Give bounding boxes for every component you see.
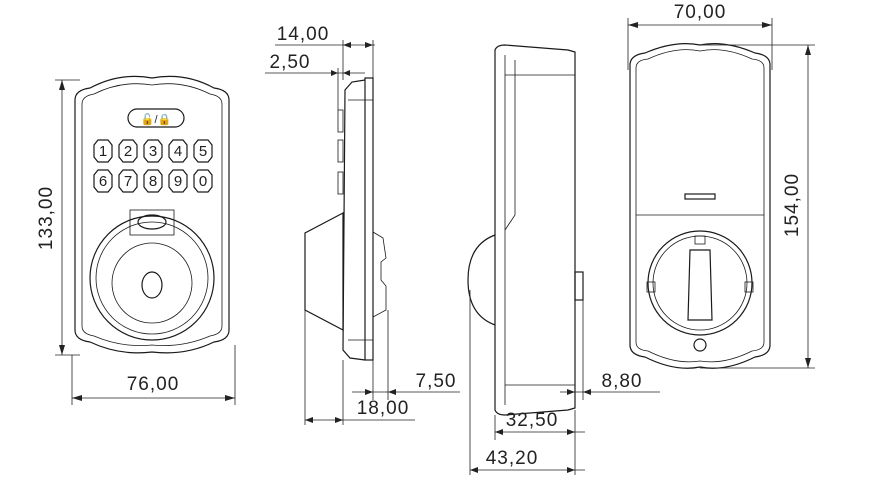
keypad-label: 6 — [99, 173, 107, 190]
body-depth-dim: 32,50 — [506, 410, 559, 431]
keypad-button-9 — [168, 169, 188, 193]
thumb-turn-profile — [467, 234, 496, 326]
sensor-housing — [129, 209, 175, 236]
keyhole-icon — [141, 271, 163, 299]
thumb-turn-rosette — [647, 230, 753, 336]
lock-indicator-button — [127, 108, 185, 128]
rear-dim: 7,50 — [416, 371, 457, 392]
thumb-turn-handle — [687, 249, 713, 321]
back-width-dim: 70,00 — [674, 2, 727, 23]
keypad-button-2 — [118, 139, 138, 163]
key-profile — [337, 171, 344, 195]
keypad-label: 2 — [124, 143, 132, 160]
spindle-dim: 8,80 — [602, 371, 643, 392]
front-plate-outline — [74, 75, 230, 354]
deadbolt-rosette — [89, 215, 215, 341]
keypad-button-8 — [143, 169, 163, 193]
keypad-label: 0 — [199, 173, 207, 190]
lock-indicator-label: 🔓/🔒 — [141, 113, 171, 126]
keypad-label: 8 — [149, 173, 157, 190]
spindle — [574, 271, 584, 301]
keypad-label: 4 — [174, 143, 182, 160]
front-height-dim: 133,00 — [36, 186, 57, 250]
battery-cover-slot — [684, 193, 716, 200]
side-view-interior: 32,50 43,20 8,80 — [467, 44, 660, 475]
rosette-inner-ring — [95, 221, 209, 335]
back-plate-inner-outline — [635, 49, 765, 363]
interior-housing — [494, 44, 576, 416]
back-plate-outline — [629, 43, 771, 369]
front-width-dim: 76,00 — [127, 374, 180, 395]
keypad-label: 5 — [199, 143, 207, 160]
back-view: 70,00 154,00 — [627, 2, 815, 369]
plate-depth-dim: 14,00 — [277, 24, 330, 45]
key-profile — [337, 139, 344, 163]
keypad-button-7 — [118, 169, 138, 193]
keypad-label: 3 — [149, 143, 157, 160]
keypad-button-1 — [93, 139, 113, 163]
keypad-button-0 — [193, 169, 213, 193]
back-height-dim: 154,00 — [782, 173, 803, 237]
keypad-button-3 — [143, 139, 163, 163]
cylinder-ring — [111, 242, 193, 324]
side-view-exterior: 14,00 2,50 7,50 18,00 — [265, 24, 460, 425]
mounting-plate — [364, 77, 374, 361]
rear-tab-profile — [372, 231, 387, 318]
keypad-button-6 — [93, 169, 113, 193]
knob-depth-dim: 18,00 — [357, 398, 410, 419]
keypad-label: 1 — [99, 143, 107, 160]
exterior-body-profile — [342, 79, 366, 361]
keypad-label: 7 — [124, 173, 132, 190]
keypad-button-5 — [193, 139, 213, 163]
keypad-button-4 — [168, 139, 188, 163]
keypad-label: 9 — [174, 173, 182, 190]
front-plate-inner-outline — [81, 83, 223, 346]
deadbolt-profile — [304, 212, 344, 331]
total-depth-dim: 43,20 — [486, 448, 539, 469]
key-profile — [337, 109, 344, 133]
fingerprint-sensor — [137, 214, 167, 230]
screw-hole — [693, 338, 707, 352]
offset-dim: 2,50 — [270, 52, 311, 73]
